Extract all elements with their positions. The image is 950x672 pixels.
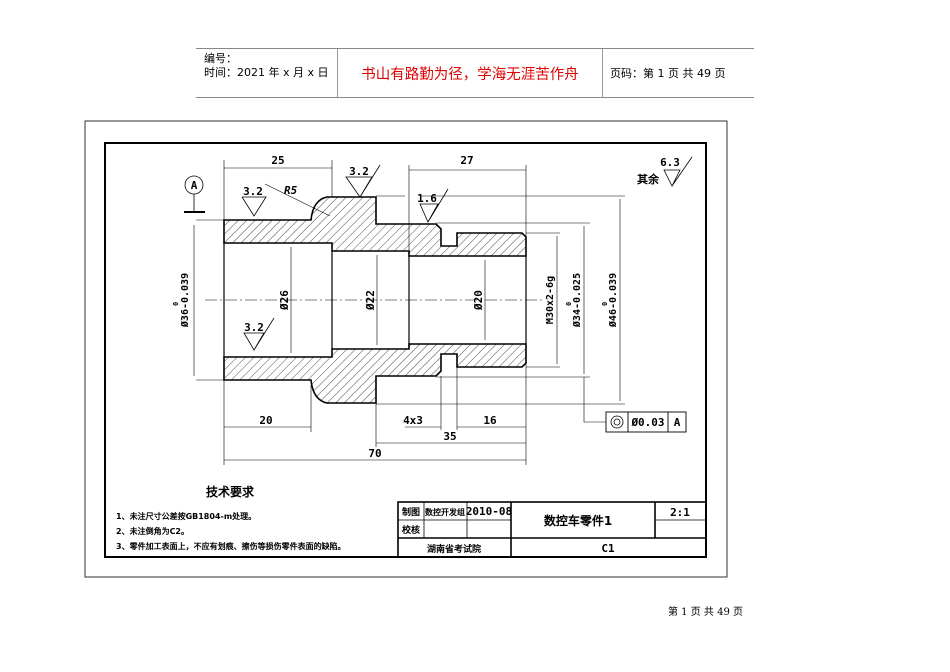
- dim-phi20: Ø20: [472, 290, 485, 311]
- outer-frame: [84, 120, 728, 578]
- tolerance-datum: A: [674, 416, 681, 429]
- page-header: 编号： 时间：2021 年 x 月 x 日 书山有路勤为径，学海无涯苦作舟 页码…: [196, 48, 754, 98]
- concentricity-icon: [610, 415, 624, 429]
- dim-4x3: 4x3: [403, 414, 423, 427]
- dim-phi36: Ø36-0.039: [179, 273, 191, 328]
- header-page-code: 页码：第 1 页 共 49 页: [610, 67, 726, 80]
- roughness-value: 3.2: [349, 165, 369, 178]
- roughness-rest-label: 其余: [637, 172, 660, 186]
- dim-phi22: Ø22: [364, 290, 377, 311]
- time-label: 时间：2021 年 x 月 x 日: [204, 66, 329, 79]
- organization: 湖南省考试院: [427, 543, 481, 555]
- dim-thread: M30x2-6g: [545, 276, 556, 324]
- dim-phi46-upper: 0: [601, 302, 609, 306]
- checked-label: 校核: [402, 524, 420, 536]
- dim-27: 27: [460, 154, 473, 167]
- roughness-icon: [243, 317, 275, 351]
- roughness-symbols: [241, 156, 693, 351]
- dimension-texts: 25 27 20 16 4x3 35 70 R5 3.2 3.2 1.6 3.2…: [172, 154, 680, 460]
- dim-r5: R5: [284, 184, 298, 197]
- dim-70: 70: [368, 447, 381, 460]
- tech-requirement-item: 1、未注尺寸公差按GB1804-m处理。: [116, 511, 256, 521]
- tech-requirement-item: 2、未注倒角为C2。: [116, 526, 189, 536]
- title-block: 制图 数控开发组 2010-08 校核 数控车零件1 2:1 湖南省考试院 C1: [397, 501, 707, 558]
- dim-25: 25: [271, 154, 284, 167]
- roughness-icon: [345, 164, 381, 198]
- dim-phi46: Ø46-0.039: [607, 273, 619, 328]
- roughness-icon: [419, 188, 449, 223]
- tech-requirements-title: 技术要求: [206, 484, 255, 499]
- drawn-date: 2010-08: [466, 505, 512, 518]
- drawn-by: 数控开发组: [425, 507, 465, 517]
- part-name: 数控车零件1: [544, 513, 612, 528]
- roughness-value: 3.2: [243, 185, 263, 198]
- number-label: 编号：: [204, 52, 237, 65]
- drawn-label: 制图: [402, 506, 420, 518]
- tolerance-value: Ø0.03: [630, 416, 664, 429]
- roughness-icon: [241, 196, 267, 217]
- dim-phi36-upper: 0: [172, 302, 180, 306]
- dim-phi26: Ø26: [278, 290, 291, 311]
- dim-20: 20: [259, 414, 272, 427]
- datum-label: A: [191, 179, 198, 192]
- scale: 2:1: [670, 506, 690, 519]
- dimension-lines: [193, 160, 625, 465]
- drawing-number: C1: [601, 542, 615, 555]
- tech-requirement-item: 3、零件加工表面上，不应有划痕、擦伤等损伤零件表面的缺陷。: [116, 541, 346, 551]
- header-motto: 书山有路勤为径，学海无涯苦作舟: [338, 49, 603, 97]
- upper-wall: [223, 196, 527, 257]
- dim-phi34-upper: 0: [565, 302, 573, 306]
- header-info: 编号： 时间：2021 年 x 月 x 日: [196, 49, 338, 97]
- page-footer: 第 1 页 共 49 页: [668, 607, 743, 618]
- roughness-rest-value: 6.3: [660, 156, 680, 169]
- roughness-icon: [663, 156, 693, 187]
- roughness-value: 3.2: [244, 321, 264, 334]
- lower-wall: [223, 343, 527, 404]
- tolerance-frame: Ø0.03 A: [605, 411, 687, 433]
- dim-16: 16: [483, 414, 497, 427]
- dim-35: 35: [443, 430, 456, 443]
- roughness-value: 1.6: [417, 192, 437, 205]
- dim-phi34: Ø34-0.025: [571, 273, 583, 328]
- tech-requirements: 技术要求 1、未注尺寸公差按GB1804-m处理。 2、未注倒角为C2。 3、零…: [116, 484, 346, 551]
